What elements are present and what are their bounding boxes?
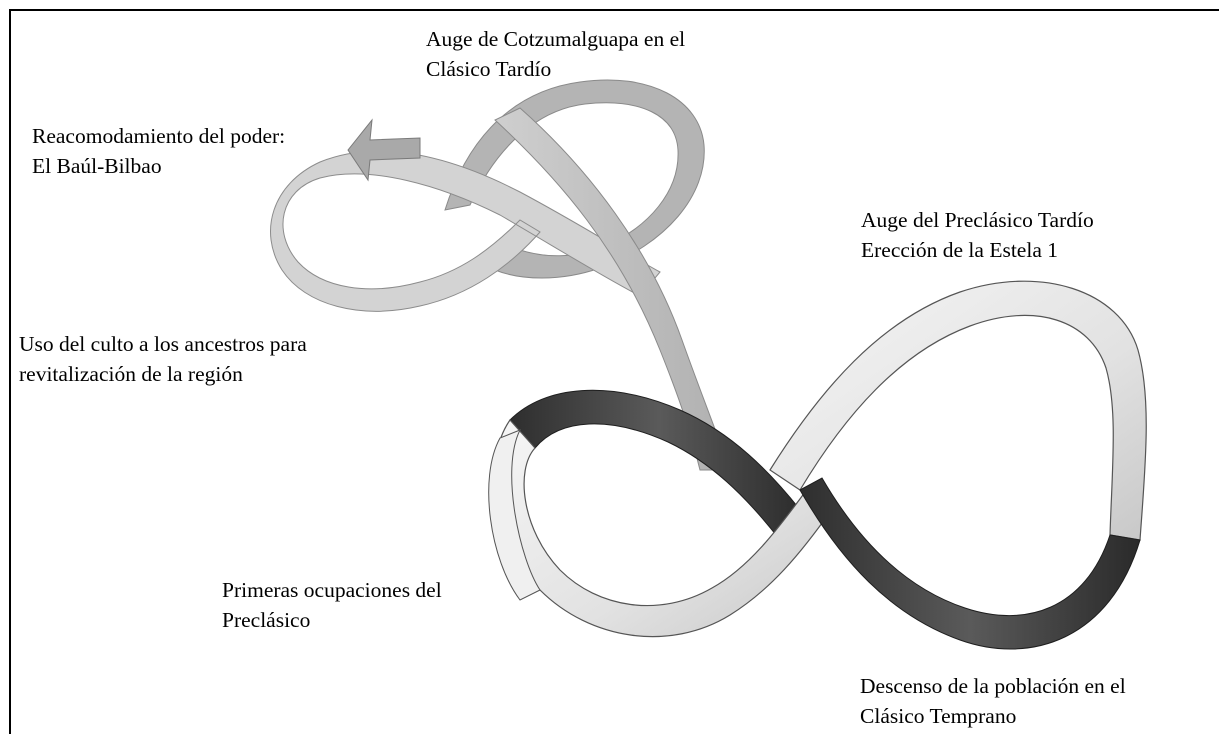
label-reacomodamiento-line1: Reacomodamiento del poder: [32, 124, 286, 148]
lower-left-lobe-dark [509, 389, 809, 541]
label-primeras-ocupaciones-line1: Primeras ocupaciones del [222, 578, 442, 602]
arrowhead-left [347, 118, 421, 182]
label-cotzumalguapa: Auge de Cotzumalguapa en el Clásico Tard… [426, 24, 685, 84]
label-primeras-ocupaciones: Primeras ocupaciones del Preclásico [222, 575, 442, 635]
label-preclasico-tardio-line2: Erección de la Estela 1 [861, 238, 1058, 262]
label-cotzumalguapa-line2: Clásico Tardío [426, 57, 552, 81]
label-descenso-poblacion: Descenso de la población en el Clásico T… [860, 671, 1126, 731]
label-cotzumalguapa-line1: Auge de Cotzumalguapa en el [426, 27, 686, 51]
label-descenso-poblacion-line2: Clásico Temprano [860, 704, 1017, 728]
label-culto-ancestros-line1: Uso del culto a los ancestros para [19, 332, 307, 356]
frame-left-border [9, 9, 11, 734]
lower-left-tail [488, 429, 541, 601]
lower-right-lobe-dark [799, 477, 1141, 650]
label-reacomodamiento: Reacomodamiento del poder: El Baúl-Bilba… [32, 121, 285, 181]
label-primeras-ocupaciones-line2: Preclásico [222, 608, 311, 632]
label-descenso-poblacion-line1: Descenso de la población en el [860, 674, 1126, 698]
label-culto-ancestros: Uso del culto a los ancestros para revit… [19, 329, 307, 389]
label-preclasico-tardio-line1: Auge del Preclásico Tardío [861, 208, 1094, 232]
label-preclasico-tardio: Auge del Preclásico Tardío Erección de l… [861, 205, 1094, 265]
frame-top-border [9, 9, 1219, 11]
label-culto-ancestros-line2: revitalización de la región [19, 362, 243, 386]
label-reacomodamiento-line2: El Baúl-Bilbao [32, 154, 162, 178]
